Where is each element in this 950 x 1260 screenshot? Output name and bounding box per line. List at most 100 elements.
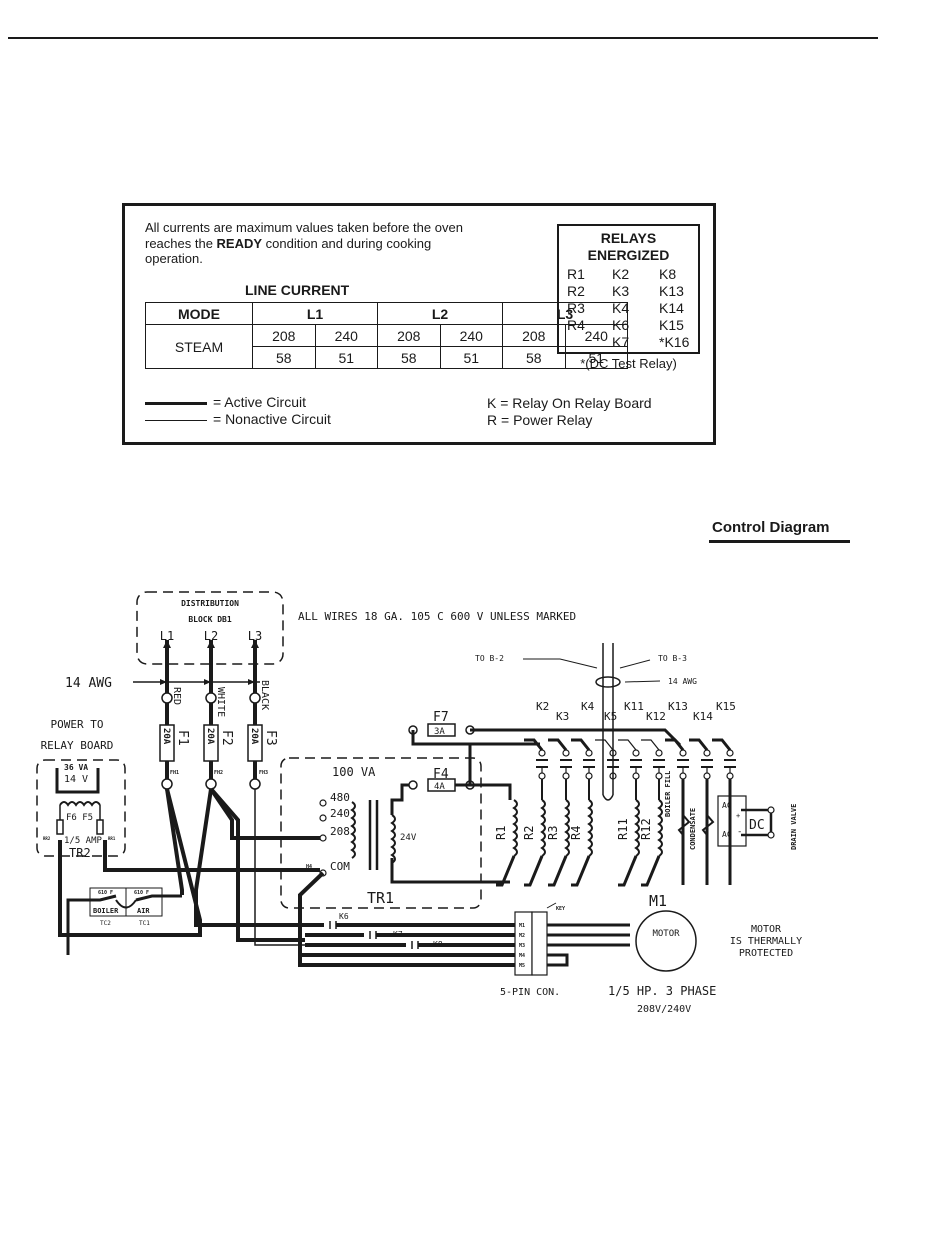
connector-pin-label: M2 [519,933,525,939]
tr1-h4: H4 [306,864,312,870]
dist-block-label-1: DISTRIBUTION [181,599,239,608]
coil-label: R1 [494,826,508,840]
wire-color-red: RED [171,687,182,705]
relay-contacts [524,738,736,780]
voltage-cell: 208 [502,324,566,347]
dc-box-dc: DC [749,818,765,833]
voltage-cell: 240 [314,324,378,347]
power-to-label: POWER TO [51,718,104,731]
line-label-l3: L3 [248,629,262,643]
connector-pin-label: M4 [519,953,525,959]
fuse-f4-rating: 4A [434,782,445,792]
connector-key-label: KEY [556,906,565,912]
fuse-terminal-fh1: FH1 [170,770,179,776]
dc-box-ac2: AC [722,830,732,839]
nonactive-circuit-line [145,420,207,421]
fuse-f3-rating: 20A [249,728,259,745]
tr2-enclosure [36,759,126,857]
relay-entry: R2 [567,283,585,299]
motor-voltage: 208V/240V [637,1004,691,1015]
relay-board-label: RELAY BOARD [41,739,114,752]
fuse-f1-rating: 20A [161,728,171,745]
condensate-label: CONDENSATE [689,808,697,850]
tr2-va: 36 VA [64,763,88,772]
tr1-tap-com: COM [330,860,350,873]
relay-entry: K7 [612,334,630,350]
voltage-cell: 240 [439,324,503,347]
section-title: Control Diagram [712,519,830,536]
current-cell: 58 [502,346,566,369]
contact-terminal [585,749,593,757]
tc1-label: TC1 [139,920,150,927]
nonactive-circuit-label: = Nonactive Circuit [213,411,331,427]
relay-entry: K13 [659,283,684,299]
fuse-f1 [159,724,175,762]
relay-label: K13 [668,700,688,713]
relay-label: K5 [604,710,617,723]
contact-terminal [679,749,687,757]
tr2-terminal-rr2: RR2 [43,836,51,841]
tr1-tap-480: 480 [330,791,350,804]
relay-label: K12 [646,710,666,723]
motor-spec: 1/5 HP. 3 PHASE [608,984,716,998]
line-label-l1: L1 [160,629,174,643]
tr1-label: TR1 [367,889,394,907]
tc1-name: AIR [137,907,150,915]
tc2-name: BOILER [93,907,119,915]
tr2-voltage: 14 V [64,774,88,785]
coil-label: R11 [616,818,630,840]
tr1-secondary-voltage: 24V [400,833,417,843]
dist-block-label-2: BLOCK DB1 [188,615,232,624]
legend-intro: All currents are maximum values taken be… [145,220,475,267]
tr1-va: 100 VA [332,765,376,779]
relay-entry: K4 [612,300,630,316]
fuse-f2-label: F2 [219,730,234,746]
relay-label: K15 [716,700,736,713]
coil-label: R2 [522,826,536,840]
line-current-title: LINE CURRENT [245,282,350,298]
motor-note-3: PROTECTED [739,948,793,959]
relay-entry: K3 [612,283,630,299]
intro-text-end: condition and during cooking operation. [145,235,432,267]
dc-box-minus: - [737,827,742,837]
relay-entry: K8 [659,266,677,282]
contact-terminal [538,772,546,780]
tr1-tap-208: 208 [330,825,350,838]
relay-coil [657,799,663,857]
to-b3-label: TO B-3 [658,654,687,663]
tc2-label: TC2 [100,920,111,927]
relay-coil [540,799,546,857]
wire-color-white: WHITE [215,687,226,717]
current-cell: 51 [314,346,378,369]
page-top-rule [8,37,878,39]
section-title-underline [709,540,850,543]
line-current-table: MODE L1 L2 L3 STEAM 208 240 208 240 208 … [145,302,628,369]
relay-label: K4 [581,700,595,713]
connector-pin-label: M3 [519,943,525,949]
active-circuit-label: = Active Circuit [213,394,306,410]
relay-label: K11 [624,700,644,713]
fuse-f1-label: F1 [175,730,190,746]
awg-left-label: 14 AWG [65,676,112,691]
fuse-f2-rating: 20A [205,728,215,745]
relay-coil [634,799,640,857]
contact-terminal [703,772,711,780]
fuse-terminal-fh2: FH2 [214,770,223,776]
contact-terminal [562,749,570,757]
contact-terminal [632,749,640,757]
line-label-l2: L2 [204,629,218,643]
coil-label: R12 [639,818,653,840]
tc1-temp: 610 F [134,890,149,896]
relay-coil [587,799,593,857]
coil-label: R3 [546,826,560,840]
contact-terminal [703,749,711,757]
contact-terminal [726,749,734,757]
to-b2-label: TO B-2 [475,654,504,663]
fuse-f7-rating: 3A [434,727,445,737]
relay-entry: R4 [567,317,585,333]
tr2-fuses: F6 F5 [66,813,93,823]
dc-rectifier-box [717,795,747,847]
wire-color-black: BLACK [259,680,270,710]
tr1-tap-240: 240 [330,807,350,820]
